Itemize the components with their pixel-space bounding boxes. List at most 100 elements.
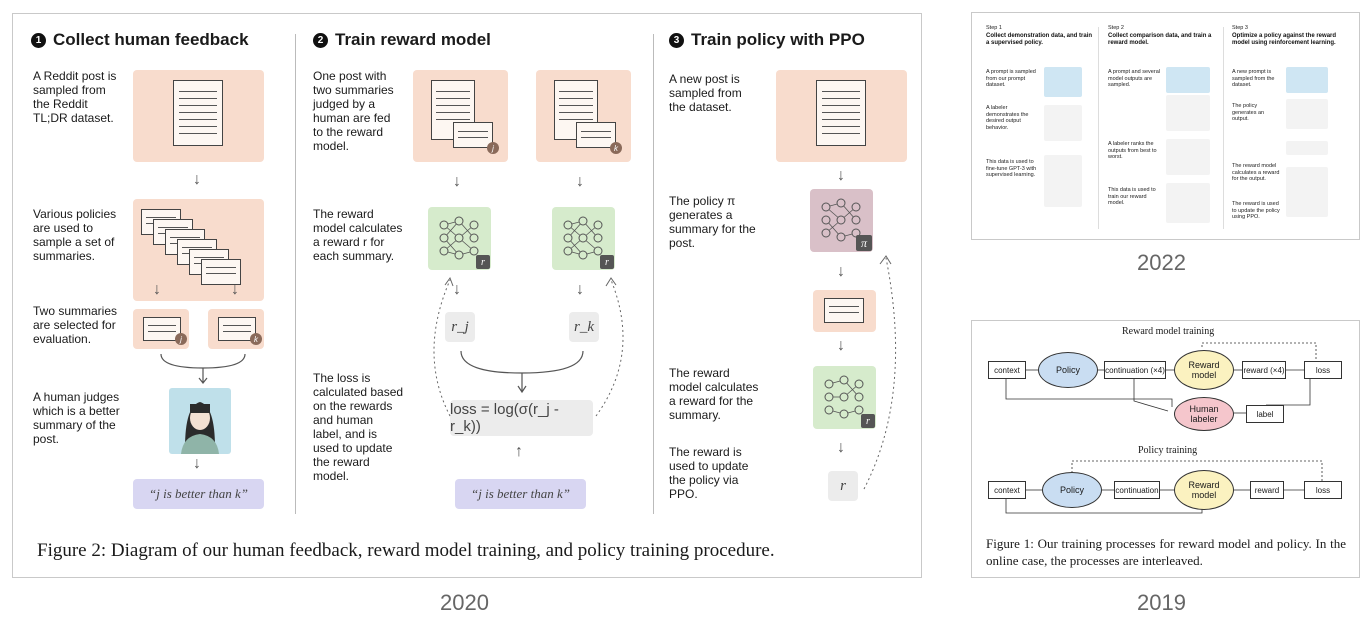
- s2-label-box: “j is better than k”: [455, 479, 586, 509]
- neural-network-icon: [439, 216, 479, 260]
- c1-prompt-box: [1044, 67, 1082, 97]
- human-avatar: [169, 388, 231, 454]
- s3-text-2: The policy π generates a summary for the…: [669, 194, 756, 250]
- pt-loss-node: loss: [1304, 481, 1342, 499]
- rm-reward-model-node: Reward model: [1174, 350, 1234, 390]
- s1-text-4: A human judges which is a better summary…: [33, 390, 120, 446]
- pt-policy-node: Policy: [1042, 472, 1102, 508]
- c3-output-card: [1286, 141, 1328, 155]
- policy-training-title: Policy training: [1138, 445, 1198, 456]
- s2-reward-model-j: r: [428, 207, 491, 270]
- rm-continuation-node: continuation (×4): [1104, 361, 1166, 379]
- badge-r: r: [861, 414, 875, 428]
- c1-step-title: Collect demonstration data, and train a …: [986, 33, 1093, 46]
- rm-label-node: label: [1246, 405, 1284, 423]
- s3-reward-model-box: r: [813, 366, 876, 429]
- step2-title: 2 Train reward model: [313, 30, 491, 50]
- s2-reward-rj: r_j: [445, 312, 475, 342]
- s1-text-2: Various policies are used to sample a se…: [33, 207, 117, 263]
- c1-text-3: This data is used to fine-tune GPT-3 wit…: [986, 159, 1037, 178]
- s2-merge-brace: [460, 350, 584, 394]
- s1-arrow-2b: ↓: [231, 281, 239, 298]
- summary-k-icon: [218, 317, 256, 341]
- summary-k-icon: [576, 122, 616, 148]
- s1-post-box: [133, 70, 264, 162]
- c1-labeler-card: [1044, 105, 1082, 141]
- s2-text-2: The reward model calculates a reward r f…: [313, 207, 403, 263]
- badge-r: r: [600, 255, 614, 269]
- pt-continuation-node: continuation: [1114, 481, 1160, 499]
- badge-k: k: [610, 142, 622, 154]
- s1-text-3: Two summaries are selected for evaluatio…: [33, 304, 118, 346]
- fig2020-caption: Figure 2: Diagram of our human feedback,…: [37, 540, 775, 561]
- s3-policy-box: π: [810, 189, 873, 252]
- figure-2019-panel: Reward model training context Policy con…: [971, 320, 1360, 578]
- c2-step-label: Step 2: [1108, 25, 1124, 31]
- c3-reward-card: [1286, 167, 1328, 217]
- s2-post-j-box: j: [413, 70, 508, 162]
- step2-title-text: Train reward model: [335, 30, 491, 49]
- step1-title: 1 Collect human feedback: [31, 30, 249, 50]
- year-2019: 2019: [1137, 590, 1186, 615]
- summary-j-icon: [453, 122, 493, 148]
- pt-reward-node: reward: [1250, 481, 1284, 499]
- rm-loss-node: loss: [1304, 361, 1342, 379]
- s1-arrow-4: ↓: [193, 455, 201, 472]
- c2-prompt-box: [1166, 67, 1210, 93]
- step1-number: 1: [31, 32, 46, 48]
- s2-loss-box: loss = log(σ(r_j - r_k)): [450, 400, 593, 436]
- c1-model-card: [1044, 155, 1082, 207]
- step3-title-text: Train policy with PPO: [691, 30, 865, 49]
- c2-step-title: Collect comparison data, and train a rew…: [1108, 33, 1212, 46]
- s3-text-4: The reward is used to update the policy …: [669, 445, 749, 501]
- s1-summaries-box: [133, 199, 264, 301]
- step3-number: 3: [669, 32, 684, 48]
- s3-arrow-1: ↓: [837, 167, 845, 184]
- s2-arrow-1a: ↓: [453, 173, 461, 190]
- s3-text-3: The reward model calculates a reward for…: [669, 366, 759, 422]
- badge-j: j: [175, 333, 187, 345]
- s2-arrow-3: ↑: [515, 443, 523, 460]
- figure-2020-panel: 1 Collect human feedback 2 Train reward …: [12, 13, 922, 578]
- s3-reward-r: r: [828, 471, 858, 501]
- rm-context-node: context: [988, 361, 1026, 379]
- divider-2022-2: [1223, 27, 1224, 229]
- c3-policy-card: [1286, 99, 1328, 129]
- badge-r: r: [476, 255, 490, 269]
- human-avatar-icon: [181, 402, 219, 454]
- c3-text-3: The reward model calculates a reward for…: [1232, 163, 1280, 182]
- c2-outputs-card: [1166, 95, 1210, 131]
- s3-arrow-4: ↓: [837, 439, 845, 456]
- divider-2022-1: [1098, 27, 1099, 229]
- year-2022: 2022: [1137, 250, 1186, 275]
- badge-pi: π: [856, 235, 872, 251]
- s2-reward-rk: r_k: [569, 312, 599, 342]
- divider-1: [295, 34, 296, 514]
- s2-feedback-arrows: [433, 276, 624, 417]
- pt-context-node: context: [988, 481, 1026, 499]
- c2-text-1: A prompt and several model outputs are s…: [1108, 69, 1160, 88]
- s1-arrow-1: ↓: [193, 171, 201, 188]
- s1-summary-k-box: k: [208, 309, 264, 349]
- s1-label-box: “j is better than k”: [133, 479, 264, 509]
- neural-network-icon: [824, 375, 864, 419]
- s3-post-box: [776, 70, 907, 162]
- neural-network-icon: [821, 198, 861, 242]
- badge-j: j: [487, 142, 499, 154]
- s1-merge-brace: [160, 353, 246, 384]
- neural-network-icon: [563, 216, 603, 260]
- step1-title-text: Collect human feedback: [53, 30, 249, 49]
- summary-j-icon: [143, 317, 181, 341]
- c3-text-2: The policy generates an output.: [1232, 103, 1265, 122]
- figure-2022-panel: Step 1 Collect demonstration data, and t…: [971, 12, 1360, 240]
- s3-arrow-3: ↓: [837, 337, 845, 354]
- rm-training-connectors: [1005, 342, 1317, 414]
- badge-k: k: [250, 333, 262, 345]
- pt-training-connectors: [1005, 460, 1323, 514]
- post-document-icon: [173, 80, 223, 146]
- c2-model-card: [1166, 183, 1210, 223]
- c1-text-2: A labeler demonstrates the desired outpu…: [986, 105, 1029, 131]
- s2-arrow-2a: ↓: [453, 281, 461, 298]
- s3-text-1: A new post is sampled from the dataset.: [669, 72, 742, 114]
- step3-title: 3 Train policy with PPO: [669, 30, 865, 50]
